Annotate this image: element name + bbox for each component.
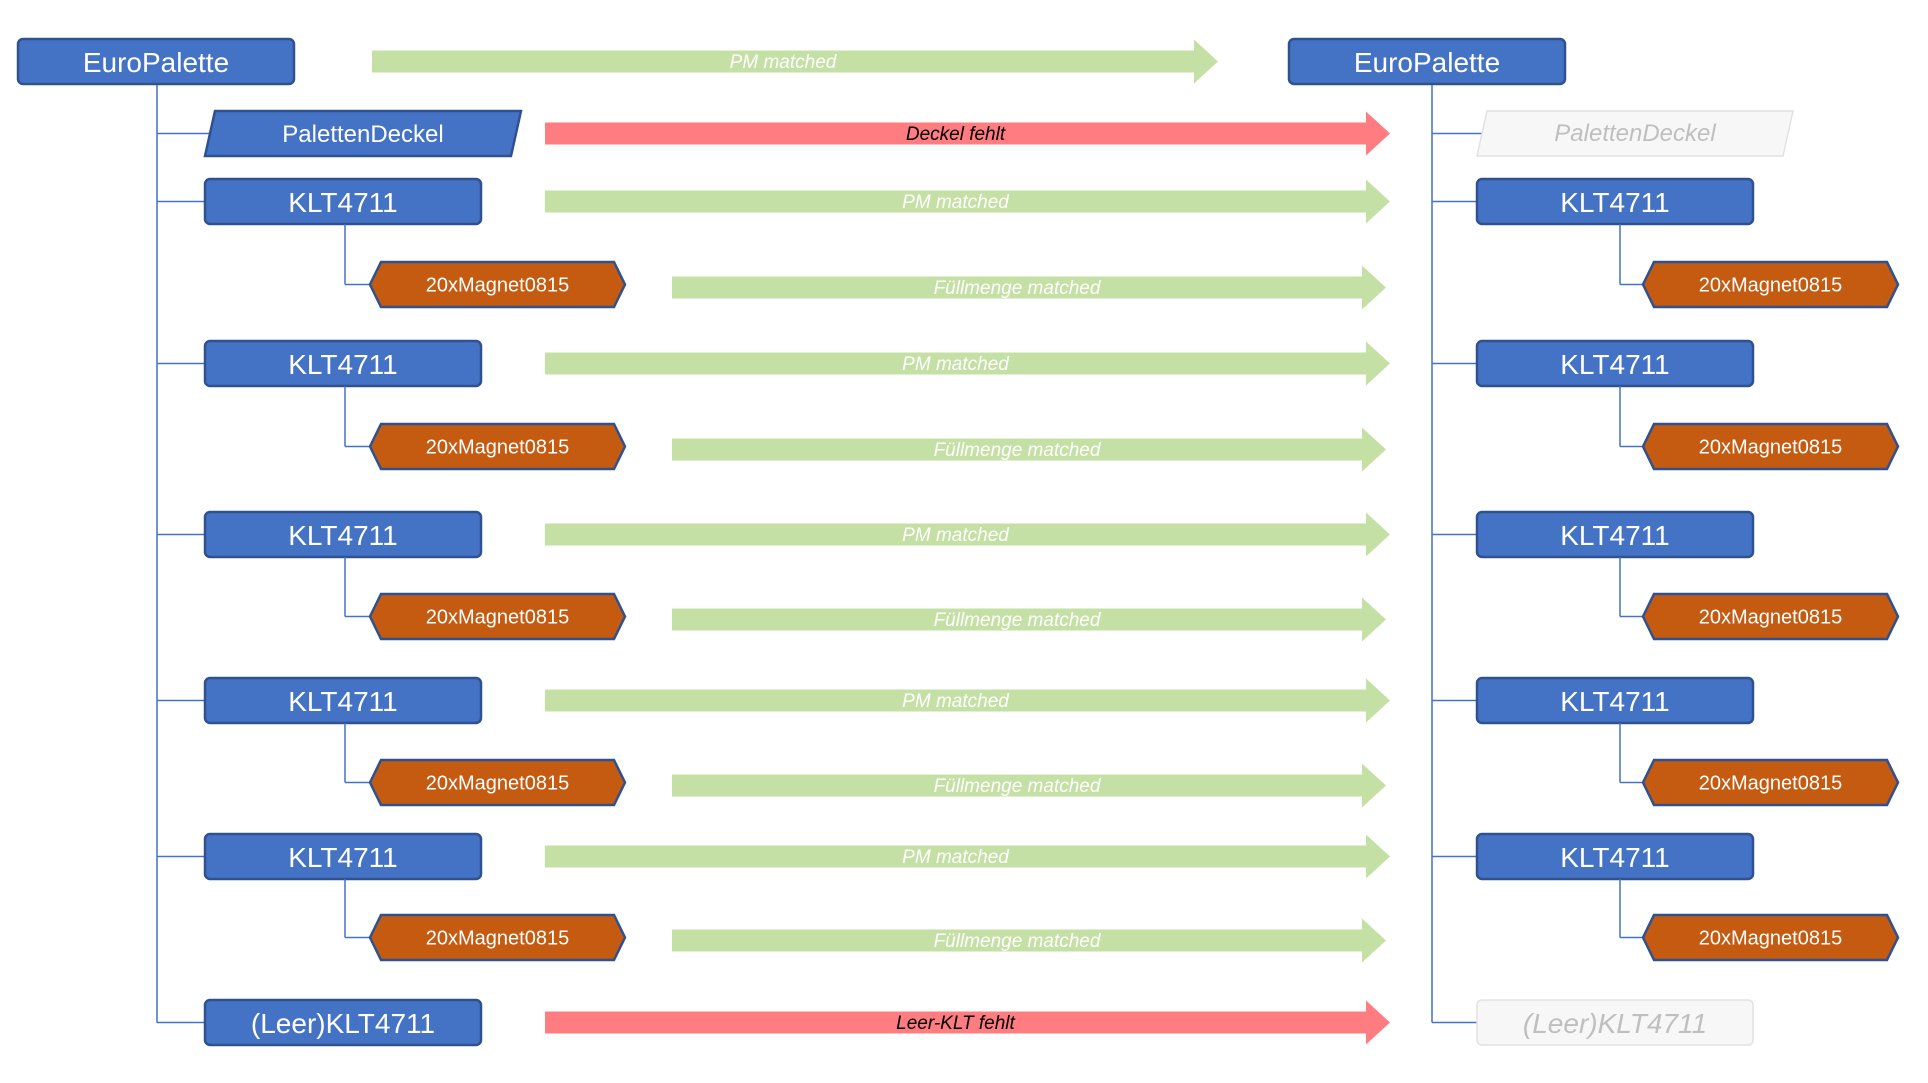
left-child-node-label: KLT4711 — [288, 686, 397, 717]
content-match-arrow-label: Füllmenge matched — [934, 278, 1102, 299]
child-match-arrow-label: Deckel fehlt — [906, 124, 1006, 145]
right-child-node — [1475, 832, 1755, 881]
right-child-node — [1475, 339, 1755, 388]
left-content-node-label: 20xMagnet0815 — [426, 607, 569, 629]
left-child-node-label: KLT4711 — [288, 520, 397, 551]
right-content-node — [1641, 758, 1900, 807]
content-match-arrow — [672, 597, 1386, 642]
left-child-node — [203, 177, 483, 226]
child-match-arrow — [545, 179, 1390, 224]
right-child-node — [1475, 177, 1755, 226]
content-match-arrow — [672, 265, 1386, 310]
right-lid-node-label: PalettenDeckel — [1554, 120, 1716, 147]
right-child-node — [1475, 510, 1755, 559]
right-content-node-label: 20xMagnet0815 — [1699, 437, 1842, 459]
root-match-arrow — [372, 39, 1218, 84]
right-child-node-label: KLT4711 — [1560, 187, 1669, 218]
right-content-node — [1641, 260, 1900, 309]
right-content-node — [1641, 422, 1900, 471]
right-child-node-label: KLT4711 — [1560, 349, 1669, 380]
left-child-node-label: (Leer)KLT4711 — [251, 1008, 435, 1039]
left-child-node — [203, 510, 483, 559]
right-content-node — [1641, 592, 1900, 641]
content-match-arrow-label: Füllmenge matched — [934, 931, 1102, 952]
child-match-arrow-label: PM matched — [902, 192, 1010, 213]
right-content-node-label: 20xMagnet0815 — [1699, 607, 1842, 629]
left-lid-node — [203, 109, 523, 158]
right-content-node-label: 20xMagnet0815 — [1699, 773, 1842, 795]
left-child-node-label: KLT4711 — [288, 187, 397, 218]
right-child-node-label: KLT4711 — [1560, 686, 1669, 717]
content-match-arrow — [672, 918, 1386, 963]
left-root-node-label: EuroPalette — [83, 47, 229, 78]
right-content-node — [1641, 913, 1900, 962]
child-match-arrow — [545, 678, 1390, 723]
right-empty-klt-node-label: (Leer)KLT4711 — [1523, 1008, 1707, 1039]
right-root-node — [1287, 37, 1567, 86]
left-child-node — [203, 998, 483, 1047]
left-content-node-label: 20xMagnet0815 — [426, 275, 569, 297]
left-content-node — [368, 758, 627, 807]
content-match-arrow — [672, 763, 1386, 808]
child-match-arrow — [545, 512, 1390, 557]
right-root-node-label: EuroPalette — [1354, 47, 1500, 78]
child-match-arrow — [545, 834, 1390, 879]
right-child-node-label: KLT4711 — [1560, 520, 1669, 551]
left-root-node — [16, 37, 296, 86]
left-content-node-label: 20xMagnet0815 — [426, 928, 569, 950]
child-match-arrow-label: Leer-KLT fehlt — [896, 1013, 1015, 1034]
child-match-arrow — [545, 111, 1390, 156]
left-child-node — [203, 339, 483, 388]
left-child-node-label: KLT4711 — [288, 349, 397, 380]
right-lid-node — [1476, 110, 1794, 157]
right-content-node-label: 20xMagnet0815 — [1699, 275, 1842, 297]
content-match-arrow-label: Füllmenge matched — [934, 776, 1102, 797]
left-child-node-label: KLT4711 — [288, 842, 397, 873]
left-child-node — [203, 676, 483, 725]
left-content-node-label: 20xMagnet0815 — [426, 437, 569, 459]
left-lid-node-label: PalettenDeckel — [282, 121, 443, 148]
left-content-node — [368, 592, 627, 641]
content-match-arrow-label: Füllmenge matched — [934, 440, 1102, 461]
child-match-arrow — [545, 1000, 1390, 1045]
child-match-arrow-label: PM matched — [902, 525, 1010, 546]
right-content-node-label: 20xMagnet0815 — [1699, 928, 1842, 950]
right-child-node — [1475, 676, 1755, 725]
left-content-node — [368, 422, 627, 471]
left-content-node-label: 20xMagnet0815 — [426, 773, 569, 795]
left-child-node — [203, 832, 483, 881]
left-content-node — [368, 260, 627, 309]
content-match-arrow-label: Füllmenge matched — [934, 610, 1102, 631]
right-child-node-label: KLT4711 — [1560, 842, 1669, 873]
child-match-arrow-label: PM matched — [902, 354, 1010, 375]
child-match-arrow-label: PM matched — [902, 847, 1010, 868]
child-match-arrow — [545, 341, 1390, 386]
content-match-arrow — [672, 427, 1386, 472]
child-match-arrow-label: PM matched — [902, 691, 1010, 712]
left-content-node — [368, 913, 627, 962]
right-empty-klt-node — [1476, 999, 1754, 1046]
root-match-arrow-label: PM matched — [730, 52, 838, 73]
